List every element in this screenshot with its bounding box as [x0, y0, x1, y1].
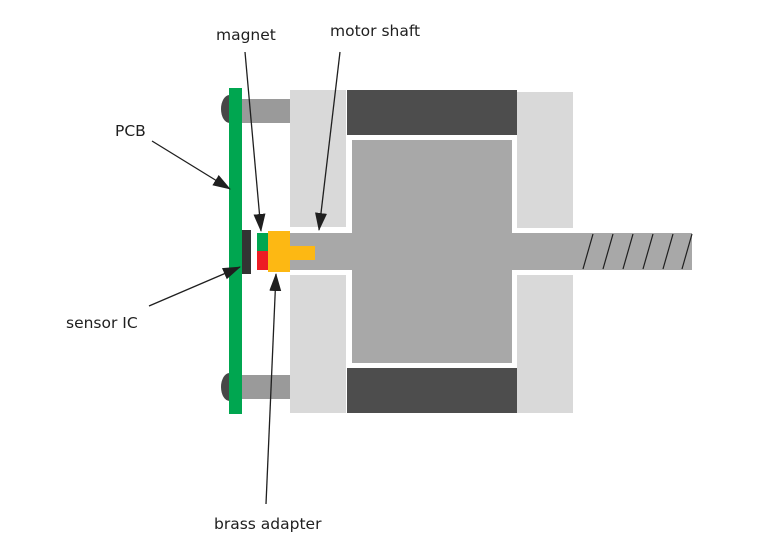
motor-flange-upper: [290, 90, 346, 227]
label-motor-shaft: motor shaft: [330, 22, 421, 40]
motor-winding-top: [347, 90, 517, 135]
magnet-arrow: [244, 51, 266, 232]
sensor-ic-arrow: [148, 266, 241, 307]
motor-endcap-lower: [517, 275, 573, 413]
brass-adapter-tab: [290, 246, 315, 260]
motor-endcap-upper: [517, 92, 573, 228]
motor-shaft-rear: [512, 233, 692, 270]
label-magnet: magnet: [216, 26, 276, 44]
sensor-ic-chip: [242, 230, 251, 274]
label-pcb: PCB: [115, 122, 146, 140]
pcb-board: [229, 88, 242, 414]
brass-adapter-body: [268, 231, 290, 272]
magnet-green-half: [257, 233, 268, 251]
magnet-red-half: [257, 251, 268, 270]
label-sensor-ic: sensor IC: [66, 314, 138, 332]
motor-winding-bottom: [347, 368, 517, 413]
label-brass-adapter: brass adapter: [214, 515, 322, 533]
motor-flange-lower: [290, 275, 346, 413]
pcb-arrow: [151, 140, 231, 190]
motor-rotor: [352, 140, 512, 363]
